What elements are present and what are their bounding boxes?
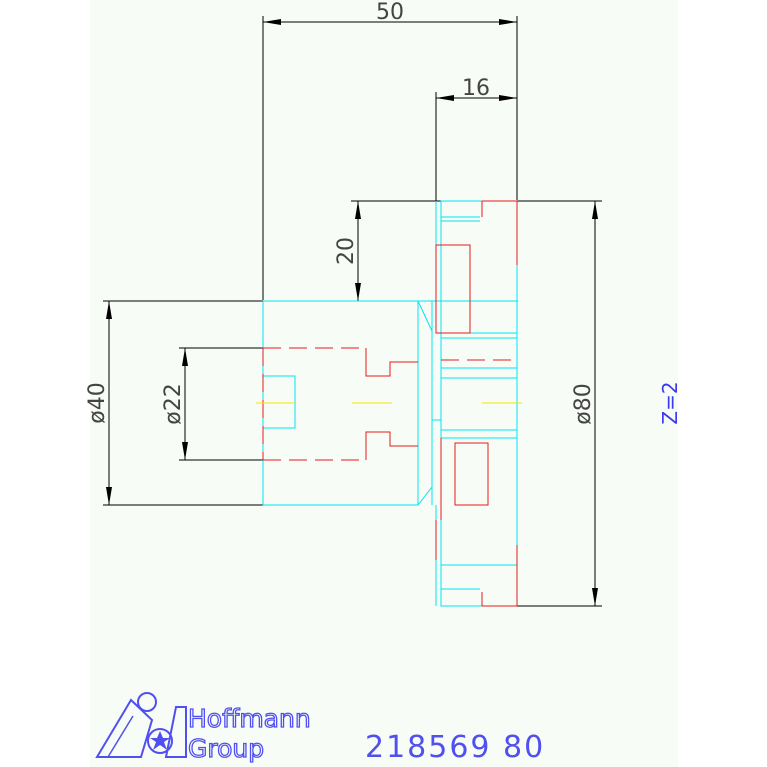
dim-16-label: 16 — [462, 76, 490, 101]
insert-seat-bottom — [482, 545, 518, 607]
arrow-icon — [263, 19, 281, 25]
article-number: 218569 80 — [365, 730, 545, 765]
dimension-arrows — [106, 19, 598, 606]
dim-50-label: 50 — [376, 0, 404, 25]
arrow-icon — [499, 19, 517, 25]
dim-22-label: ø22 — [161, 383, 186, 424]
drawing-sheet — [90, 0, 678, 767]
dim-80-label: ø80 — [571, 383, 596, 424]
teeth-count-note: Z=2 — [658, 381, 682, 424]
bore-step-top — [365, 348, 418, 377]
hoffmann-group-logo-icon — [95, 692, 187, 758]
brand-name-line-2: Group — [188, 734, 264, 763]
arrow-icon — [592, 588, 598, 606]
arrow-icon — [355, 201, 361, 219]
arrow-icon — [182, 348, 188, 366]
bore-step-bottom — [365, 431, 418, 460]
insert-seat-top — [482, 200, 518, 265]
dim-40-label: ø40 — [85, 382, 110, 423]
shank-chamfer-bottom — [417, 486, 433, 506]
arrow-icon — [106, 301, 112, 319]
insert-top — [435, 244, 471, 334]
shank-chamfer-top — [417, 300, 433, 332]
arrow-icon — [592, 201, 598, 219]
arrow-icon — [436, 95, 454, 101]
dimension-lines — [103, 16, 602, 607]
hidden-lines — [262, 347, 517, 461]
arrow-icon — [499, 95, 517, 101]
brand-name-line-1: Hoffmann — [188, 704, 311, 733]
arrow-icon — [355, 283, 361, 301]
hidden-solid — [365, 200, 518, 607]
dim-20-label: 20 — [334, 237, 359, 265]
insert-bottom — [454, 442, 489, 506]
arrow-icon — [106, 487, 112, 505]
bore-stub — [263, 375, 296, 429]
arrow-icon — [182, 442, 188, 460]
